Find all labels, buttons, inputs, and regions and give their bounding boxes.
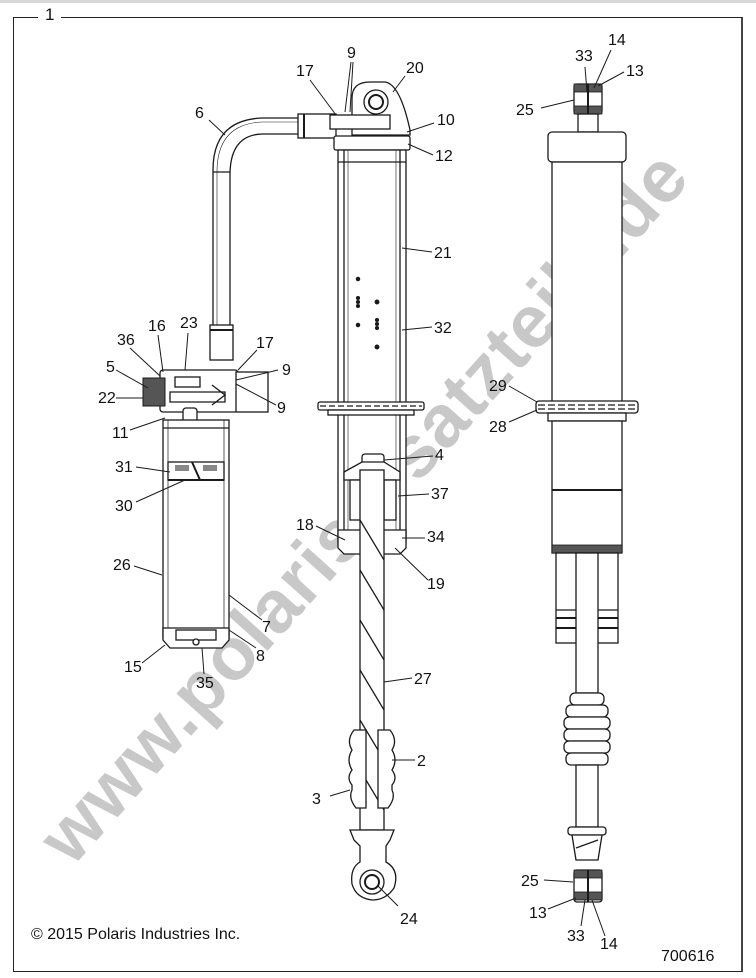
callout-11: 11 bbox=[112, 425, 129, 442]
callout-9: 9 bbox=[277, 400, 286, 417]
callout-16: 16 bbox=[148, 318, 166, 335]
callout-9: 9 bbox=[282, 362, 291, 379]
callout-25: 25 bbox=[516, 102, 534, 119]
callout-30: 30 bbox=[115, 498, 133, 515]
callout-15: 15 bbox=[124, 659, 142, 676]
callout-20: 20 bbox=[406, 60, 424, 77]
callout-37: 37 bbox=[431, 486, 449, 503]
callout-32: 32 bbox=[434, 320, 452, 337]
callout-17: 17 bbox=[256, 335, 274, 352]
callout-25: 25 bbox=[521, 873, 539, 890]
callout-26: 26 bbox=[113, 557, 131, 574]
callout-6: 6 bbox=[195, 105, 204, 122]
callout-13: 13 bbox=[529, 905, 547, 922]
callout-33: 33 bbox=[567, 928, 585, 945]
callout-19: 19 bbox=[427, 576, 445, 593]
callout-14: 14 bbox=[608, 32, 626, 49]
callout-13: 13 bbox=[626, 63, 644, 80]
callout-8: 8 bbox=[256, 648, 265, 665]
callout-24: 24 bbox=[400, 911, 418, 928]
callout-33: 33 bbox=[575, 48, 593, 65]
callout-22: 22 bbox=[98, 390, 116, 407]
callout-10: 10 bbox=[437, 112, 455, 129]
assembly-label: 1 bbox=[38, 5, 62, 25]
callout-31: 31 bbox=[115, 459, 133, 476]
callout-23: 23 bbox=[180, 315, 198, 332]
diagram-frame bbox=[13, 17, 743, 972]
callout-4: 4 bbox=[435, 447, 444, 464]
callout-18: 18 bbox=[296, 517, 314, 534]
copyright-notice: © 2015 Polaris Industries Inc. bbox=[31, 926, 241, 943]
callout-7: 7 bbox=[262, 619, 271, 636]
viewer-top-edge bbox=[0, 0, 756, 3]
callout-9: 9 bbox=[347, 45, 356, 62]
callout-27: 27 bbox=[414, 671, 432, 688]
callout-3: 3 bbox=[312, 791, 321, 808]
callout-5: 5 bbox=[106, 359, 115, 376]
callout-2: 2 bbox=[417, 753, 426, 770]
callout-12: 12 bbox=[435, 148, 453, 165]
shock-cross-section bbox=[317, 81, 425, 901]
callout-29: 29 bbox=[489, 378, 507, 395]
callout-21: 21 bbox=[434, 245, 452, 262]
leader-lines bbox=[115, 49, 625, 937]
callout-34: 34 bbox=[427, 529, 445, 546]
callout-35: 35 bbox=[196, 675, 214, 692]
callout-36: 36 bbox=[117, 332, 135, 349]
callout-14: 14 bbox=[600, 936, 618, 953]
reservoir-assembly bbox=[142, 113, 337, 649]
callout-28: 28 bbox=[489, 419, 507, 436]
shock-exterior bbox=[535, 83, 639, 903]
callout-17: 17 bbox=[296, 63, 314, 80]
illustration-number: 700616 bbox=[661, 948, 715, 965]
